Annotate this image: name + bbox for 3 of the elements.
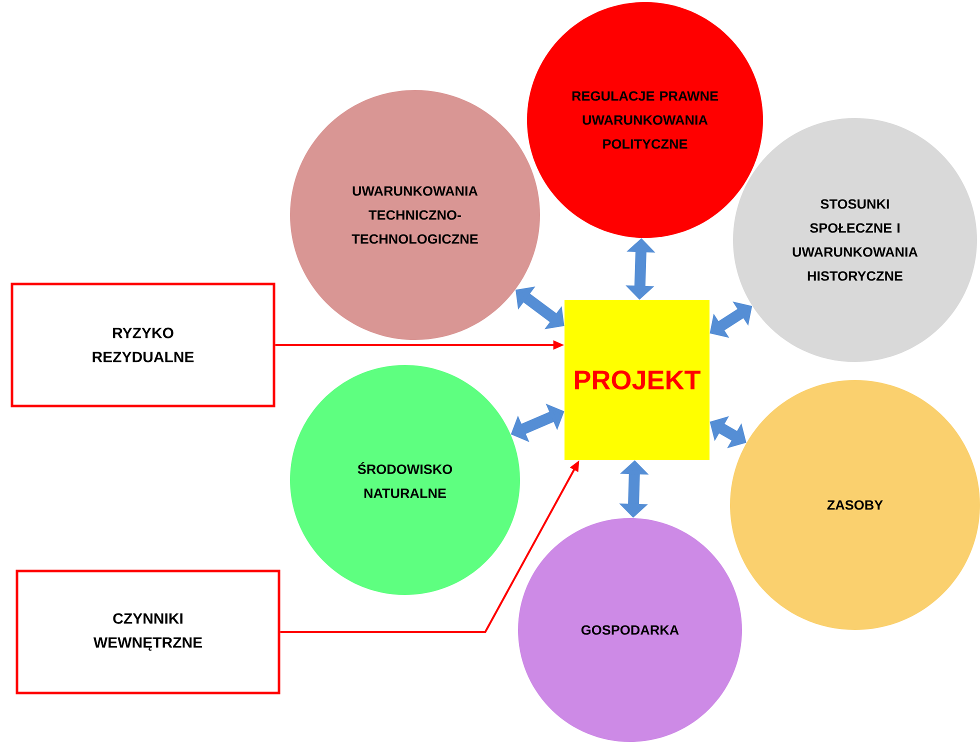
center-box: PROJEKT bbox=[564, 300, 710, 460]
callout-box: RYZYKO REZYDUALNE bbox=[10, 282, 276, 408]
callout-box: CZYNNIKI WEWNĘTRZNE bbox=[16, 570, 280, 694]
